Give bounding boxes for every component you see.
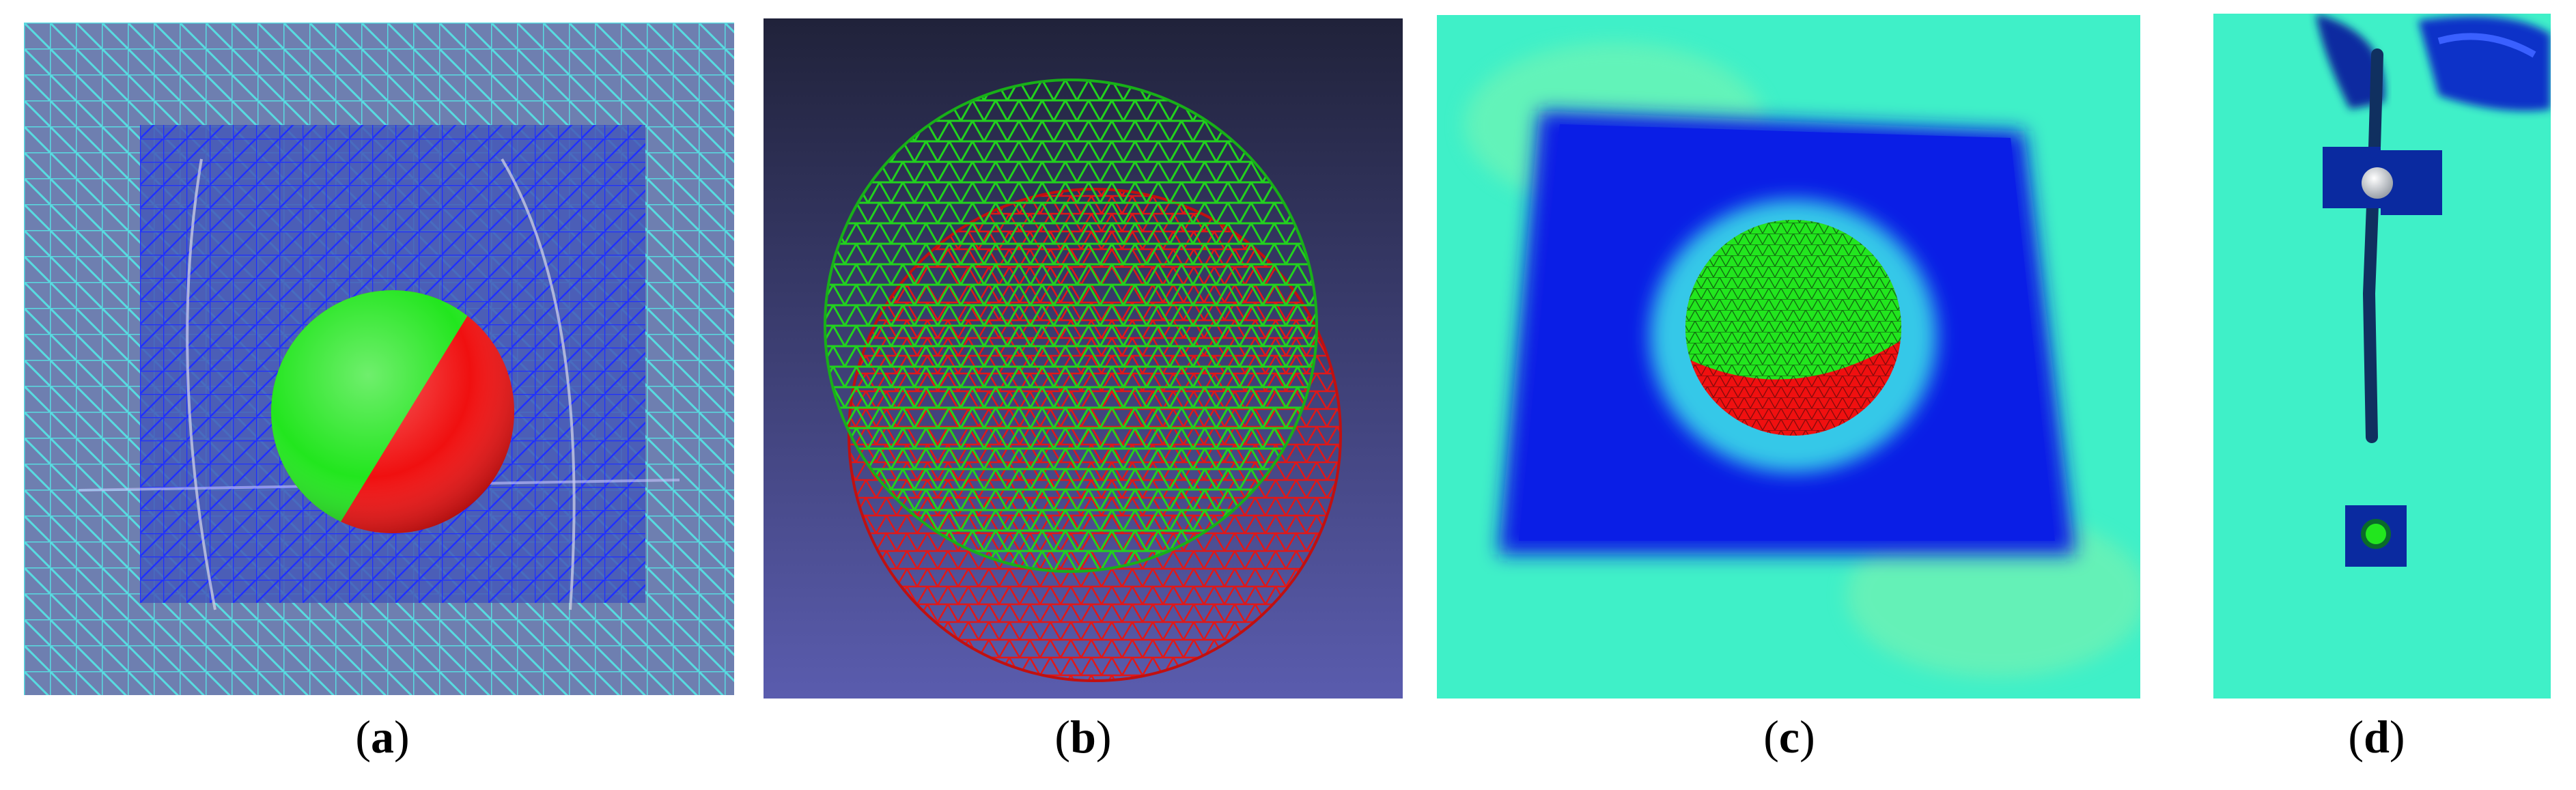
field-sphere-render-c	[1437, 15, 2140, 699]
panel-c-image	[1437, 15, 2140, 699]
panel-c-caption: (c)	[1763, 711, 1815, 763]
panel-a-image	[24, 23, 734, 695]
wireframe-spheres-render-b	[764, 18, 1403, 699]
panel-b-image	[764, 18, 1403, 699]
panel-b-caption: (b)	[1054, 711, 1112, 763]
mesh-sphere-render-a	[24, 23, 734, 695]
panel-d-image	[2213, 14, 2551, 699]
panel-d-caption: (d)	[2348, 711, 2405, 763]
panel-a-caption: (a)	[355, 711, 410, 763]
scene-render-d	[2213, 14, 2551, 699]
